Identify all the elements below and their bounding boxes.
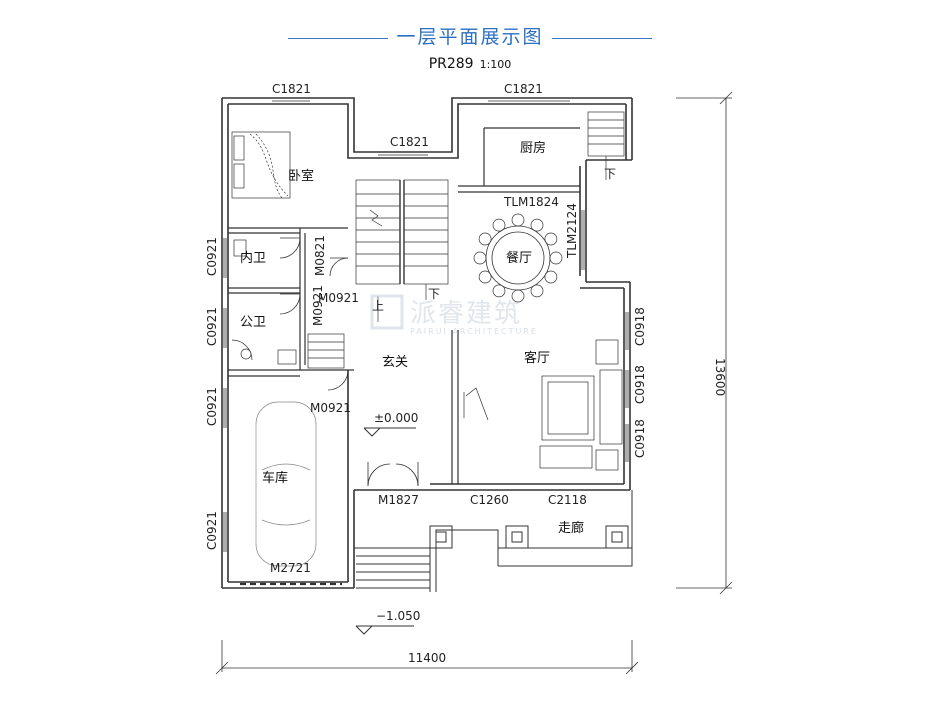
plan-code-line: PR289 1:100 xyxy=(0,56,940,72)
bath-fixtures xyxy=(231,239,297,365)
label-c1821-stair: C1821 xyxy=(390,135,429,149)
left-windows xyxy=(223,238,227,552)
exterior-walls xyxy=(221,97,633,589)
entry-porch xyxy=(353,490,633,592)
level-marker-ground xyxy=(355,625,414,635)
level-marker-floor xyxy=(363,427,416,437)
doors xyxy=(279,237,419,487)
living-furniture xyxy=(463,339,623,471)
dining-chair xyxy=(544,270,558,284)
dining-chair xyxy=(492,284,506,298)
label-c0921-d: C0921 xyxy=(205,511,219,550)
watermark-text: 派睿建筑 xyxy=(410,299,522,329)
dining-chair xyxy=(530,218,544,232)
plan-scale: 1:100 xyxy=(479,58,512,71)
room-corridor: 走廊 xyxy=(558,520,584,536)
exterior-stair-right xyxy=(587,111,625,180)
label-c1821-kitchen: C1821 xyxy=(504,82,543,96)
label-tlm1824: TLM1824 xyxy=(503,195,559,209)
dining-chair xyxy=(511,289,525,303)
label-c0921-b: C0921 xyxy=(205,307,219,346)
room-bedroom: 卧室 xyxy=(288,168,314,184)
label-m2721: M2721 xyxy=(270,561,311,575)
stair-down-ext-label: 下 xyxy=(604,167,616,181)
watermark-logo xyxy=(370,294,404,330)
room-foyer: 玄关 xyxy=(382,355,408,370)
watermark: 派睿建筑 PAIRUI ARCHITECTURE xyxy=(370,294,538,336)
label-c0921-a: C0921 xyxy=(205,237,219,276)
label-c1260: C1260 xyxy=(470,493,509,507)
dining-chairs xyxy=(473,213,563,303)
room-inner-bath: 内卫 xyxy=(240,250,266,266)
label-c0921-c: C0921 xyxy=(205,387,219,426)
label-c0918-b: C0918 xyxy=(633,365,647,404)
label-tlm2124: TLM2124 xyxy=(565,203,579,259)
dining-chair xyxy=(544,232,558,246)
dining-chair xyxy=(530,284,544,298)
dining-chair xyxy=(478,232,492,246)
label-c1821-bed: C1821 xyxy=(272,82,311,96)
bed-furniture xyxy=(231,131,291,199)
dining-chair xyxy=(473,251,487,265)
dining-chair xyxy=(478,270,492,284)
dimension-lines xyxy=(215,91,733,675)
dining-chair xyxy=(549,251,563,265)
page-title: 一层平面展示图 xyxy=(396,26,544,48)
car-outline xyxy=(255,401,317,567)
label-m0921-a: M0921 xyxy=(318,291,359,305)
room-kitchen: 厨房 xyxy=(520,140,546,156)
dimension-width: 11400 xyxy=(408,651,446,665)
label-c0918-a: C0918 xyxy=(633,307,647,346)
plan-code: PR289 xyxy=(428,56,474,72)
top-windows xyxy=(272,97,580,187)
dimension-depth: 13600 xyxy=(713,358,727,396)
level-floor: ±0.000 xyxy=(374,411,418,425)
header-rule-left xyxy=(288,38,388,39)
side-stair xyxy=(307,333,345,369)
label-m0921-c: M0921 xyxy=(310,401,351,415)
label-m0821: M0821 xyxy=(313,235,327,276)
dining-chair xyxy=(492,218,506,232)
level-ground: −1.050 xyxy=(376,609,420,623)
stair-up-label: 上 xyxy=(372,299,384,313)
label-c2118: C2118 xyxy=(548,493,587,507)
label-m0921-b: M0921 xyxy=(311,285,325,326)
room-garage: 车库 xyxy=(262,470,288,486)
dining-chair xyxy=(511,213,525,227)
main-staircase xyxy=(355,179,449,322)
room-living: 客厅 xyxy=(524,350,550,366)
stair-down-label: 下 xyxy=(428,287,440,301)
label-c0918-c: C0918 xyxy=(633,419,647,458)
right-windows xyxy=(581,210,629,462)
label-m1827: M1827 xyxy=(378,493,419,507)
watermark-subtext: PAIRUI ARCHITECTURE xyxy=(410,327,538,336)
room-public-bath: 公卫 xyxy=(240,315,266,330)
room-dining: 餐厅 xyxy=(506,250,532,266)
header-rule-right xyxy=(552,38,652,39)
